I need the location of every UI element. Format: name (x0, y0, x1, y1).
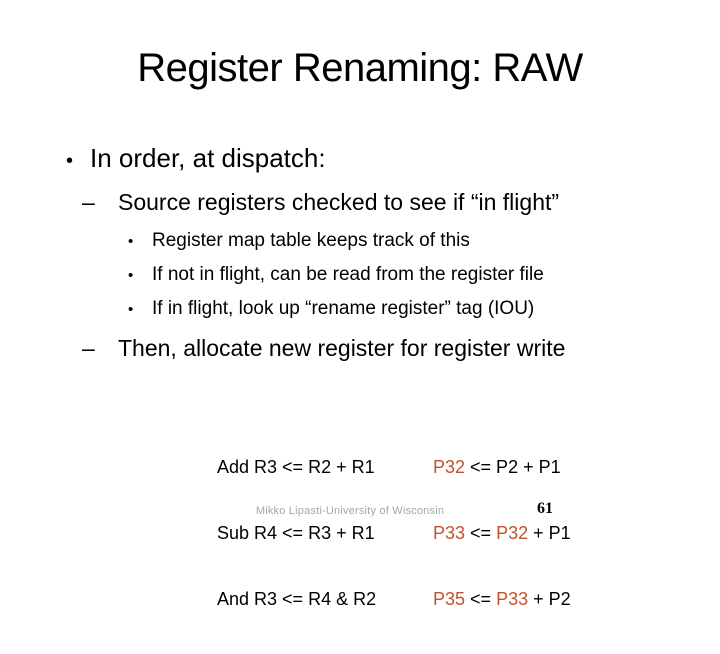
bullet-level3-item: • If in flight, look up “rename register”… (128, 292, 544, 326)
bullet-level2-then: –Then, allocate new register for registe… (82, 332, 565, 364)
slide-title: Register Renaming: RAW (137, 46, 583, 90)
bullet-dot-marker: • (128, 267, 134, 284)
code-token: + P2 (528, 589, 571, 609)
code-line-src: Sub R4 <= R3 + R1 (217, 523, 375, 543)
bullet-level3-text: If not in flight, can be read from the r… (152, 264, 544, 285)
code-token: <= (465, 589, 497, 609)
bullet-level3-group: •Register map table keeps track of this … (128, 224, 544, 326)
code-line-dst: P32 <= P2 + P1 (433, 456, 571, 478)
bullet-level3-text: Register map table keeps track of this (152, 230, 470, 251)
bullet-level2-source-text: Source registers checked to see if “in f… (118, 189, 560, 215)
bullet-dot-marker: • (128, 301, 134, 318)
bullet-level3-item: • Register map table keeps track of this (128, 224, 544, 258)
bullet-level3-item: • If not in flight, can be read from the … (128, 258, 544, 292)
code-token: <= P2 + P1 (465, 457, 561, 477)
code-token-physreg: P33 (496, 589, 529, 609)
bullet-level2-then-text: Then, allocate new register for register… (118, 335, 566, 361)
bullet-dash-marker: – (82, 189, 95, 215)
code-line-dst: P33 <= P32 + P1 (433, 522, 571, 544)
bullet-dot-marker: • (128, 233, 134, 250)
code-token-physreg: P33 (433, 523, 466, 543)
code-renamed-column: P32 <= P2 + P1 P33 <= P32 + P1 P35 <= P3… (433, 412, 571, 654)
code-line-dst: P35 <= P33 + P2 (433, 588, 571, 610)
code-token: <= (465, 523, 497, 543)
code-line-src: And R3 <= R4 & R2 (217, 589, 377, 609)
footer-credit: Mikko Lipasti-University of Wisconsin (255, 505, 445, 517)
bullet-level1-text: In order, at dispatch: (90, 143, 326, 173)
bullet-level3-text: If in flight, look up “rename register” … (152, 298, 535, 319)
code-token-physreg: P32 (433, 457, 466, 477)
code-token-physreg: P32 (496, 523, 529, 543)
bullet-dot-marker: • (66, 150, 74, 172)
bullet-dash-marker: – (82, 335, 95, 361)
slide-canvas: Register Renaming: RAW • In order, at dis… (66, 46, 584, 609)
code-architectural-column: Add R3 <= R2 + R1 Sub R4 <= R3 + R1 And … (217, 412, 376, 654)
bullet-level2-source: –Source registers checked to see if “in … (82, 186, 559, 218)
page-number: 61 (537, 500, 553, 517)
bullet-level1: • In order, at dispatch: (66, 141, 326, 178)
code-token-physreg: P35 (433, 589, 466, 609)
code-line-src: Add R3 <= R2 + R1 (217, 457, 375, 477)
code-token: + P1 (528, 523, 571, 543)
